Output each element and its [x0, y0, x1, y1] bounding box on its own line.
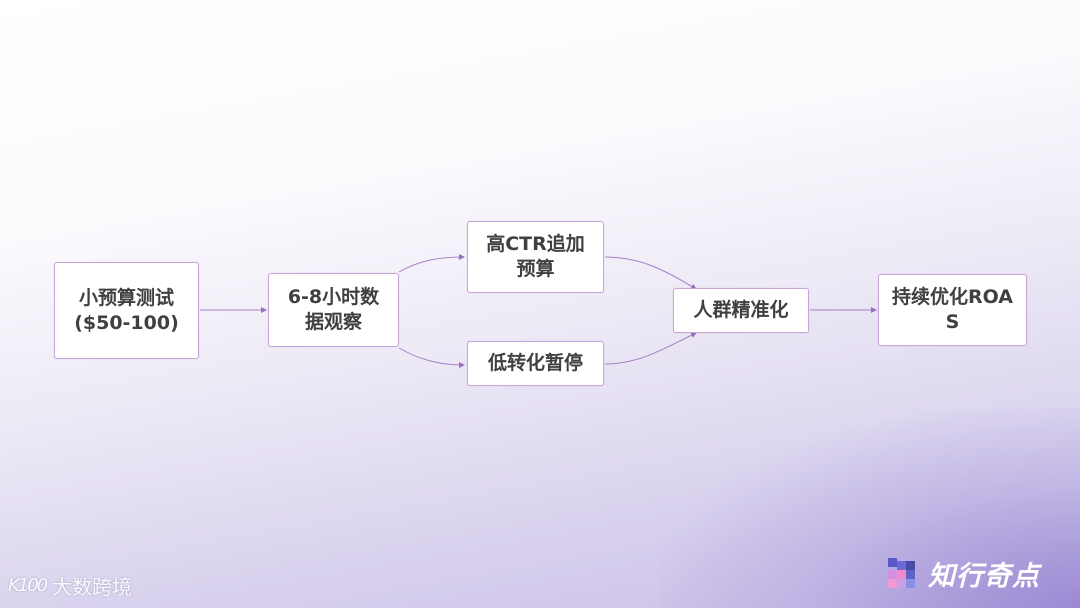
watermark-left: K100 大数跨境: [8, 571, 132, 600]
node-data-observation: 6-8小时数据观察: [268, 273, 399, 347]
node-small-budget-test: 小预算测试($50-100): [54, 262, 199, 359]
node-audience-targeting: 人群精准化: [673, 288, 809, 333]
node-high-ctr-add-budget: 高CTR追加预算: [467, 221, 604, 293]
edge-observe-to-pause: [398, 347, 465, 368]
watermark-right-label: 知行奇点: [928, 561, 1040, 592]
edge-high-ctr-to-audience: [604, 256, 697, 290]
edge-pause-to-audience: [604, 332, 697, 365]
watermark-right: 知行奇点: [886, 554, 1040, 593]
k100-logo-icon: K100: [8, 575, 48, 596]
node-optimize-roas: 持续优化ROAS: [878, 274, 1027, 346]
edge-observe-to-high-ctr: [398, 254, 465, 273]
watermark-left-label: 大数跨境: [52, 575, 133, 599]
node-low-conversion-pause: 低转化暂停: [467, 341, 604, 386]
zhixing-logo-icon: [886, 557, 916, 590]
